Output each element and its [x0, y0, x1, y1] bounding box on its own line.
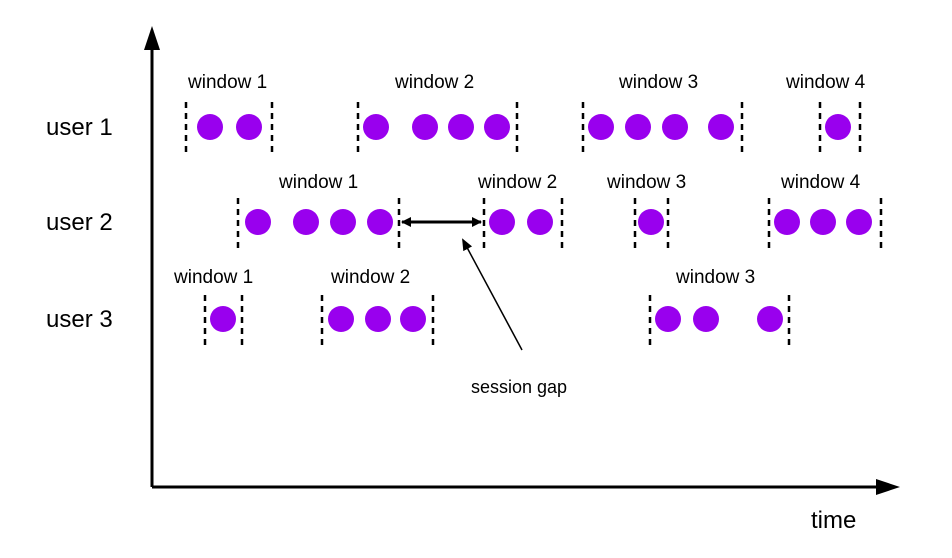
window-label: window 2 — [330, 267, 410, 288]
event-dot — [708, 114, 734, 140]
event-dot — [638, 209, 664, 235]
row-label-user-2: user 2 — [46, 209, 113, 236]
event-dot — [757, 306, 783, 332]
event-dot — [484, 114, 510, 140]
window-label: window 1 — [187, 72, 267, 93]
event-dot — [197, 114, 223, 140]
event-dot — [210, 306, 236, 332]
row-label-user-1: user 1 — [46, 114, 113, 141]
event-dot — [625, 114, 651, 140]
window-label: window 3 — [606, 172, 686, 193]
x-axis-arrowhead-icon — [876, 479, 900, 495]
window-label: window 3 — [675, 267, 755, 288]
event-dot — [328, 306, 354, 332]
event-dot — [810, 209, 836, 235]
row-label-user-3: user 3 — [46, 306, 113, 333]
event-dot — [489, 209, 515, 235]
event-dot — [367, 209, 393, 235]
y-axis-arrowhead-icon — [144, 26, 160, 50]
event-dot — [825, 114, 851, 140]
event-dot — [330, 209, 356, 235]
event-dot — [448, 114, 474, 140]
event-dot — [236, 114, 262, 140]
event-dot — [527, 209, 553, 235]
window-label: window 1 — [173, 267, 253, 288]
event-dot — [245, 209, 271, 235]
window-label: window 4 — [785, 72, 866, 93]
window-label: window 2 — [477, 172, 557, 193]
session-gap-label: session gap — [471, 377, 567, 397]
window-label: window 4 — [780, 172, 861, 193]
window-label: window 2 — [394, 72, 474, 93]
event-dot — [293, 209, 319, 235]
event-dot — [693, 306, 719, 332]
event-dot — [400, 306, 426, 332]
event-dot — [365, 306, 391, 332]
event-dot — [655, 306, 681, 332]
window-label: window 3 — [618, 72, 698, 93]
event-dot — [588, 114, 614, 140]
event-dot — [412, 114, 438, 140]
event-dot — [662, 114, 688, 140]
event-dot — [846, 209, 872, 235]
event-dot — [774, 209, 800, 235]
window-label: window 1 — [278, 172, 358, 193]
x-axis-label: time — [811, 507, 856, 534]
event-dot — [363, 114, 389, 140]
session-gap-pointer-arrow — [462, 238, 523, 351]
